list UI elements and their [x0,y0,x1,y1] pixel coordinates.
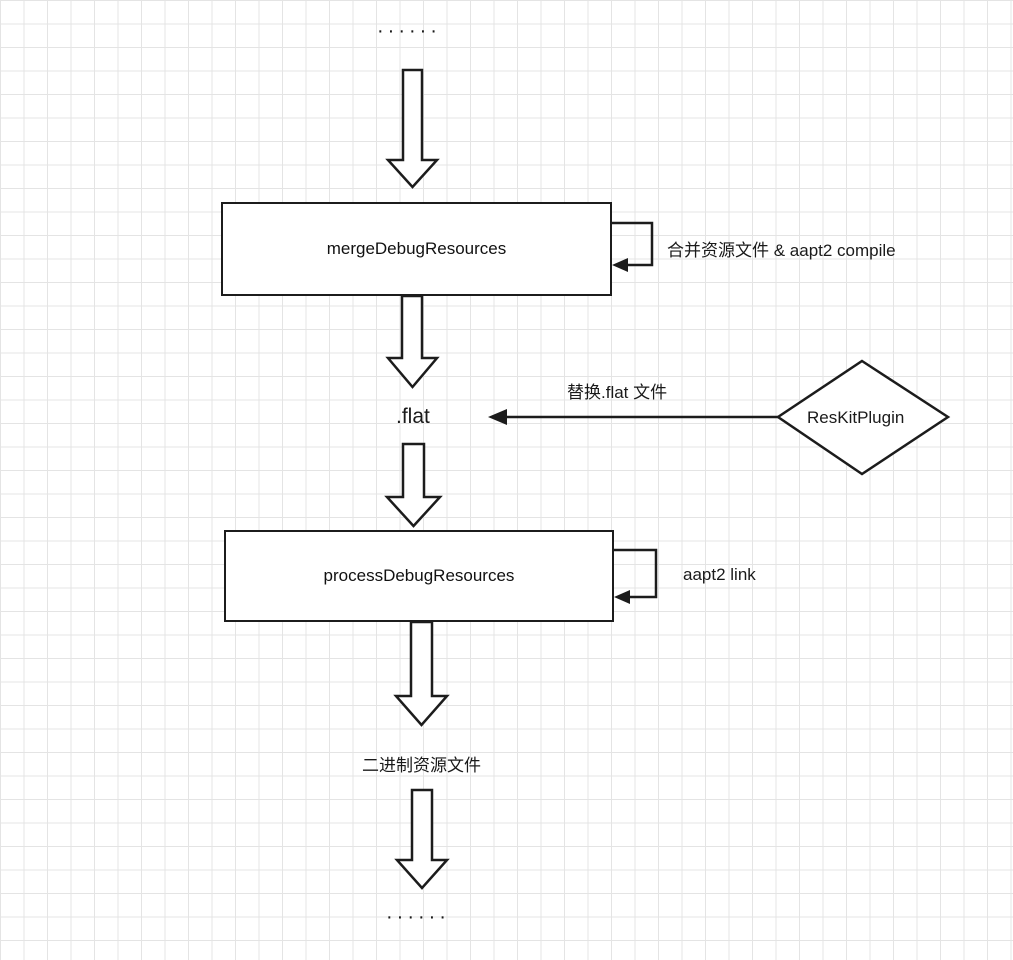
plugin-label: ResKitPlugin [807,408,905,427]
replace-arrowhead [488,409,507,425]
merge-task-box: mergeDebugResources [221,202,612,296]
ellipsis-top: ······ [377,20,441,42]
process-task-box: processDebugResources [224,530,614,622]
merge-task-label: mergeDebugResources [326,239,507,258]
ellipsis-bottom: ······ [386,906,450,928]
down-arrow-1 [385,68,440,189]
merge-note: 合并资源文件 & aapt2 compile [667,241,896,260]
plugin-diamond [775,359,951,476]
flat-node-label: .flat [396,405,430,428]
process-task-label: processDebugResources [323,566,515,585]
process-loop-arrowhead [614,590,630,604]
binary-output-label: 二进制资源文件 [362,756,481,775]
down-arrow-4 [393,620,450,727]
process-self-loop [614,548,658,599]
merge-loop-arrowhead [612,258,628,272]
process-note: aapt2 link [683,565,756,584]
down-arrow-5 [394,788,450,890]
down-arrow-2 [385,294,440,389]
down-arrow-3 [384,442,443,528]
merge-self-loop [612,221,654,267]
replace-label: 替换.flat 文件 [567,383,668,402]
